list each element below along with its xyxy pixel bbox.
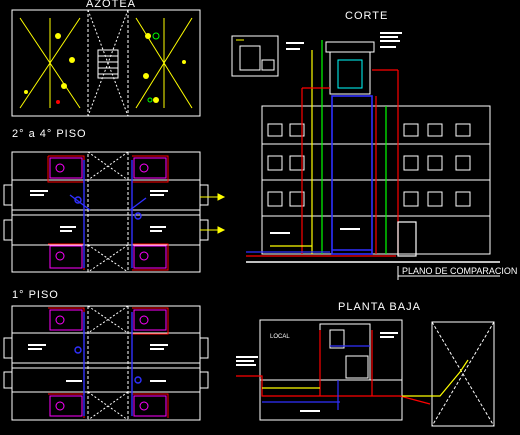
- azotea-title: AZOTEA: [86, 0, 137, 10]
- typical-floor-bathrooms: [49, 157, 167, 269]
- typical-floor-notes: [30, 190, 168, 232]
- typical-floor-water: [47, 155, 169, 271]
- ground-floor-plan: [259, 319, 495, 427]
- section-stair-shaft: [331, 95, 373, 255]
- comparison-plane-marker: [397, 266, 500, 280]
- comparison-plane-label: PLANO DE COMPARACION: [402, 266, 518, 276]
- ground-floor-gas: [262, 359, 469, 397]
- azotea-vents: [147, 32, 160, 103]
- ground-floor-notes: [236, 332, 398, 412]
- ground-floor-water: [236, 330, 431, 405]
- first-floor-bathrooms: [49, 309, 167, 417]
- ground-floor-title: PLANTA BAJA: [338, 301, 421, 313]
- section-roof-detail: [231, 35, 279, 77]
- azotea-drain-points: [24, 33, 186, 103]
- azotea-roof-drains: [19, 17, 193, 109]
- azotea-plan: [11, 9, 201, 117]
- azotea-stair-core: [87, 9, 129, 117]
- typical-floor-plan: [3, 151, 209, 273]
- azotea-red-marks: [56, 100, 60, 104]
- section-notes: [270, 32, 402, 234]
- section-ground-runs: [246, 221, 417, 257]
- section-tank: [325, 41, 375, 95]
- azotea-outline: [11, 9, 201, 117]
- first-floor-title: 1° PISO: [12, 289, 59, 301]
- section-risers: [301, 40, 399, 254]
- first-floor-drains: [74, 312, 142, 416]
- local-label: LOCAL: [270, 334, 290, 340]
- first-floor-notes: [28, 344, 168, 382]
- typical-floor-gas: [200, 193, 226, 234]
- ground-floor-drains: [262, 345, 370, 410]
- typical-floor-title: 2° a 4° PISO: [12, 128, 87, 140]
- typical-floor-drains: [69, 160, 147, 268]
- corte-title: CORTE: [345, 10, 389, 22]
- section-building: [246, 105, 500, 263]
- first-floor-plan: [3, 305, 209, 421]
